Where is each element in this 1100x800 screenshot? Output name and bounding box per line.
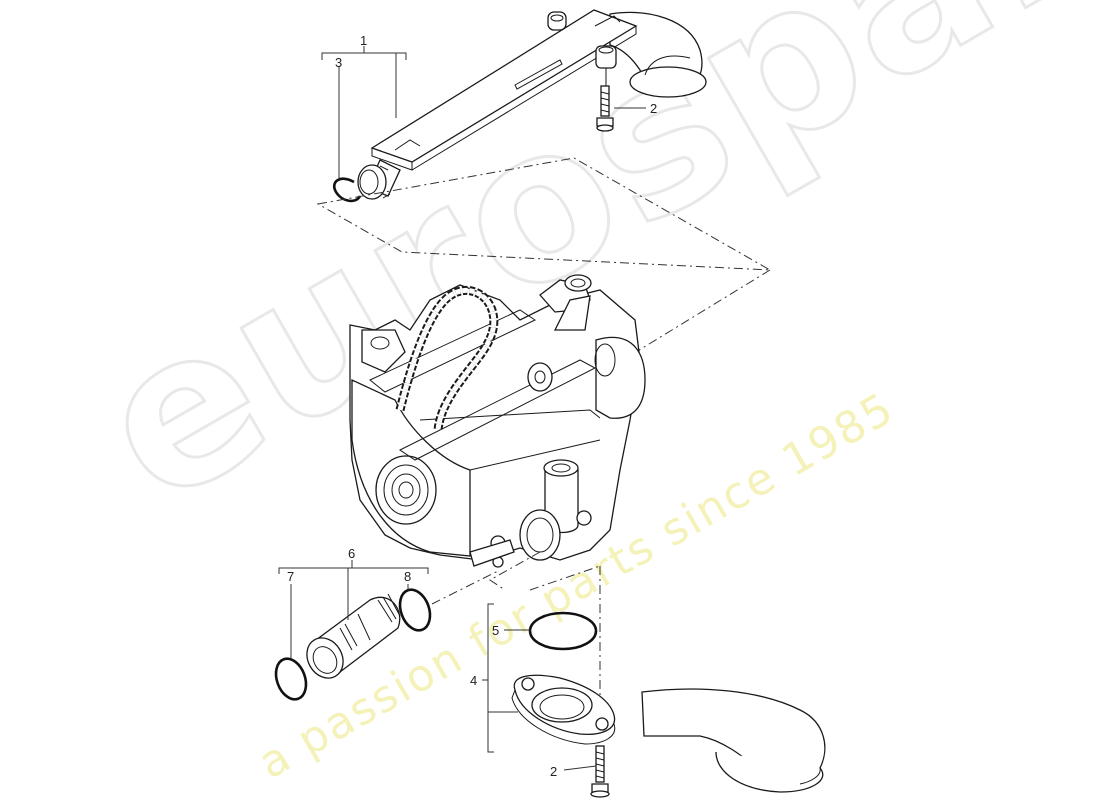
suction-pipe[interactable]: [357, 9, 707, 200]
callout-3[interactable]: 3: [335, 55, 343, 70]
outlet-pipe[interactable]: [511, 674, 826, 793]
alignment-line-outlet-top: [529, 565, 601, 591]
bracket-6: [278, 560, 429, 658]
callout-7[interactable]: 7: [287, 569, 295, 584]
alignment-line-upper: [316, 157, 771, 271]
bolt-upper[interactable]: [595, 45, 617, 132]
o-ring-5[interactable]: [528, 611, 598, 651]
timing-chain[interactable]: [395, 286, 499, 431]
callout-5[interactable]: 5: [492, 623, 500, 638]
callout-6[interactable]: 6: [348, 546, 356, 561]
oil-pump-body[interactable]: [349, 274, 646, 568]
callout-4[interactable]: 4: [470, 673, 478, 688]
callout-2-lower[interactable]: 2: [550, 764, 558, 779]
alignment-line-oring-8: [431, 569, 501, 605]
o-ring-8[interactable]: [395, 585, 436, 634]
o-ring-7[interactable]: [271, 654, 312, 703]
bracket-1: [321, 46, 646, 178]
bracket-4: [482, 603, 597, 771]
callout-1[interactable]: 1: [360, 33, 368, 48]
ring-part-3[interactable]: [333, 177, 362, 203]
bolt-lower[interactable]: [590, 745, 610, 798]
callout-2-upper[interactable]: 2: [650, 101, 658, 116]
callout-8[interactable]: 8: [404, 569, 412, 584]
connector-pipe[interactable]: [300, 593, 401, 685]
alignment-line-connector: [489, 551, 541, 591]
alignment-line-pump: [635, 269, 771, 353]
